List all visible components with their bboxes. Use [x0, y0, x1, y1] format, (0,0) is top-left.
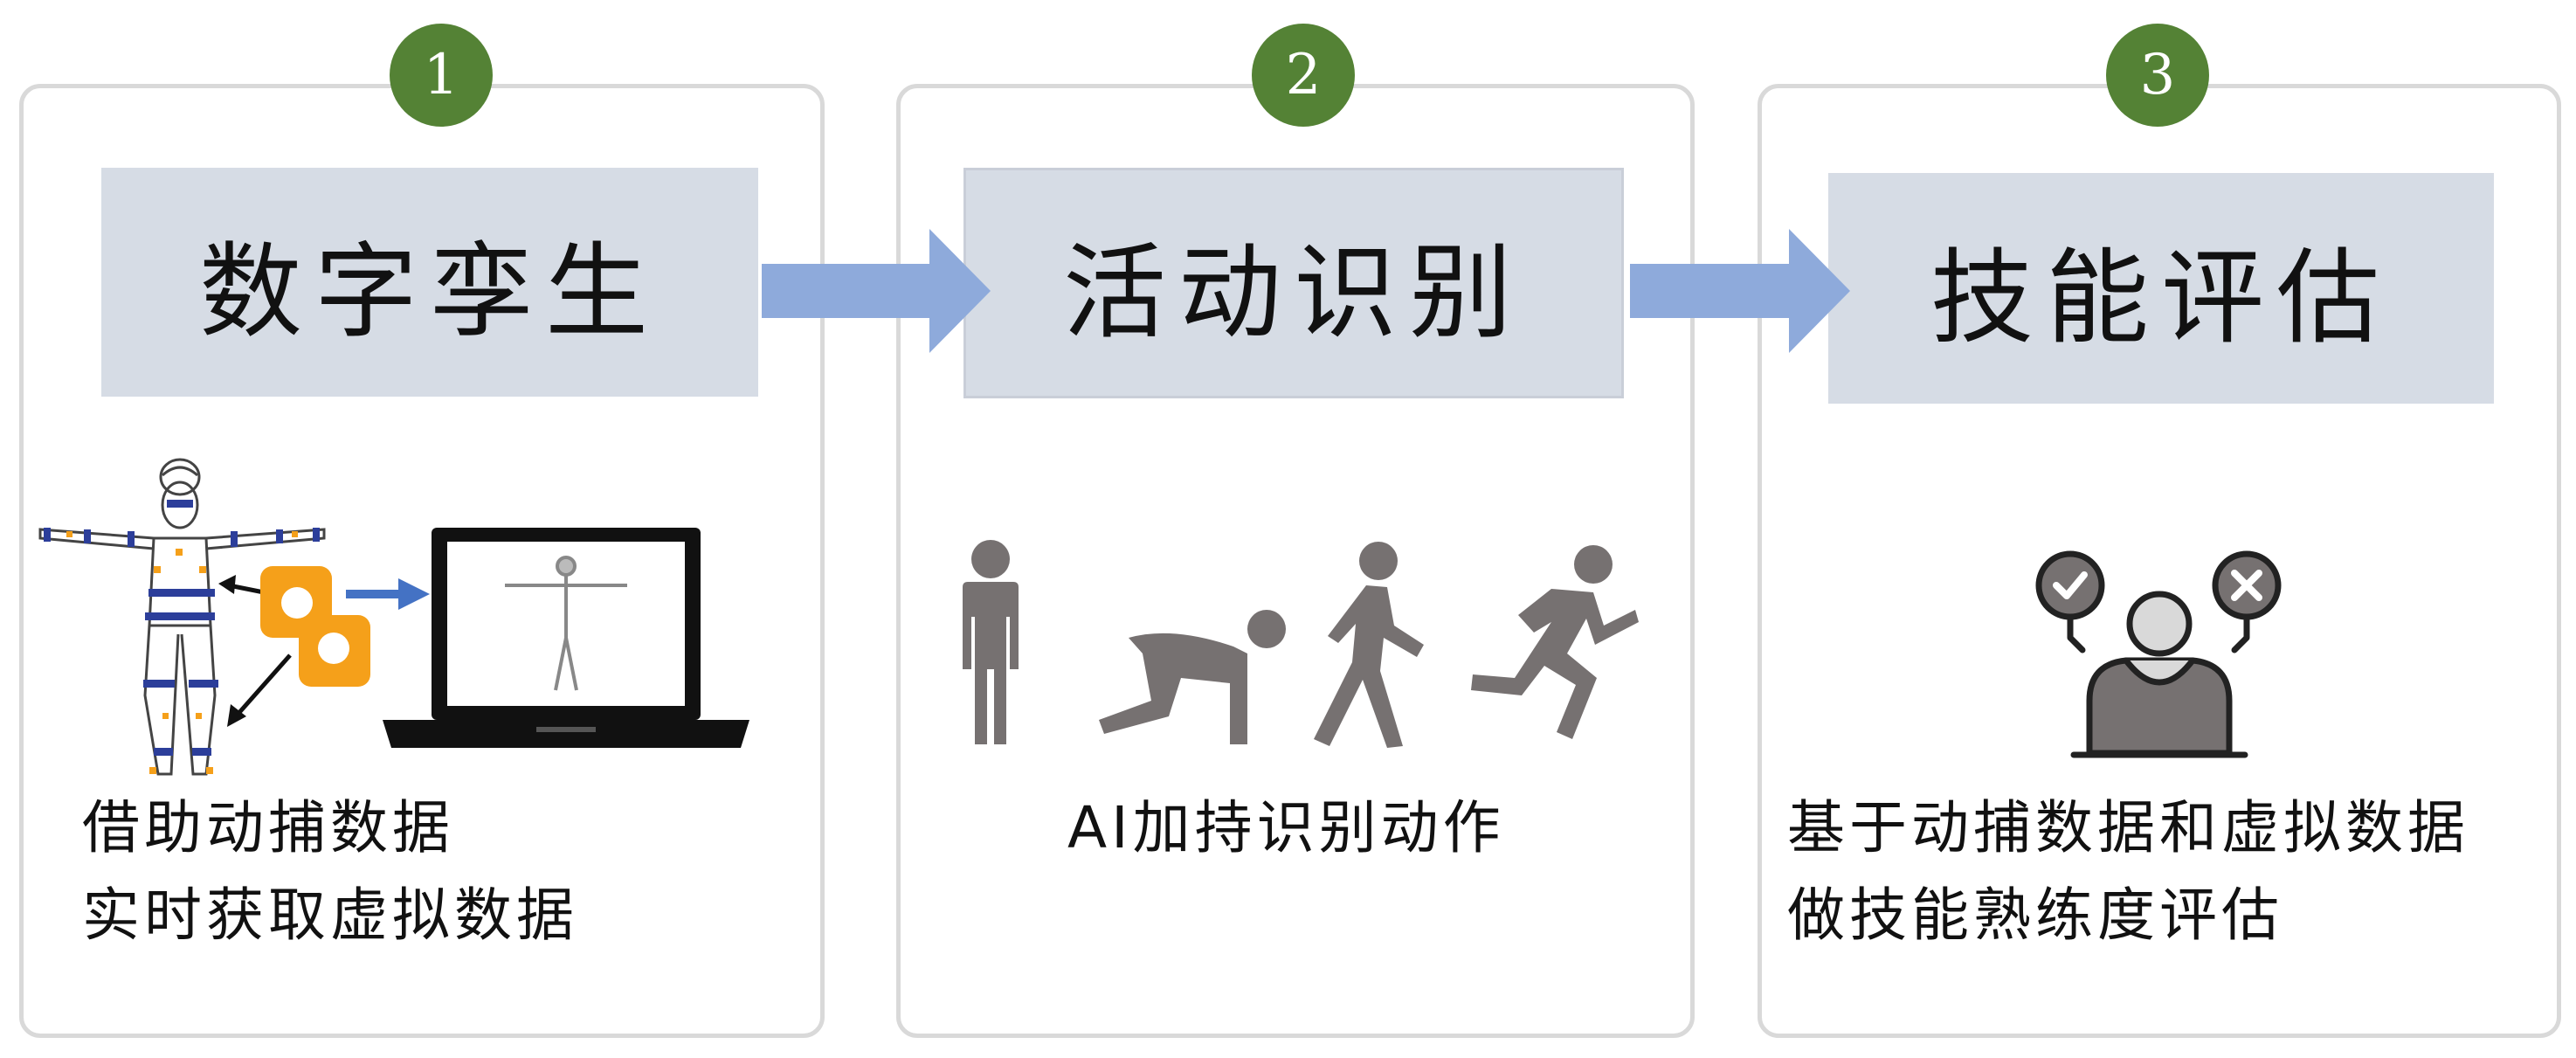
description-line: 实时获取虚拟数据 — [82, 882, 578, 949]
step-title-3: 技能评估 — [1828, 173, 2494, 404]
step-description-2: AI加持识别动作 — [1067, 785, 1505, 872]
step-number-badge-2: 2 — [1252, 24, 1355, 127]
data-transfer-arrow-icon — [346, 578, 430, 610]
flow-arrow-right-icon — [762, 229, 991, 353]
standing-person-icon — [963, 540, 1019, 744]
running-person-icon — [1471, 545, 1639, 739]
step-title-2: 活动识别 — [963, 168, 1624, 398]
mocap-suit-person-icon — [38, 458, 326, 776]
step-description-3: 基于动捕数据和虚拟数据 做技能熟练度评估 — [1787, 785, 2469, 959]
step-description-1: 借助动捕数据 实时获取虚拟数据 — [82, 785, 578, 959]
step-number-badge-1: 1 — [390, 24, 493, 127]
laptop-avatar-icon — [383, 528, 749, 748]
sensor-node-icon — [218, 566, 370, 727]
step-title-1: 数字孪生 — [101, 168, 758, 397]
check-icon — [2035, 550, 2105, 620]
person-decision-icon — [2035, 550, 2282, 758]
description-line: 借助动捕数据 — [82, 794, 454, 861]
description-line: 做技能熟练度评估 — [1787, 882, 2283, 949]
walking-person-icon — [1314, 542, 1424, 748]
step-number-badge-3: 3 — [2106, 24, 2209, 127]
flow-arrow-right-icon — [1630, 229, 1850, 353]
description-line: 基于动捕数据和虚拟数据 — [1787, 794, 2469, 861]
crouching-person-icon — [1099, 610, 1286, 744]
description-line: AI加持识别动作 — [1067, 794, 1505, 861]
